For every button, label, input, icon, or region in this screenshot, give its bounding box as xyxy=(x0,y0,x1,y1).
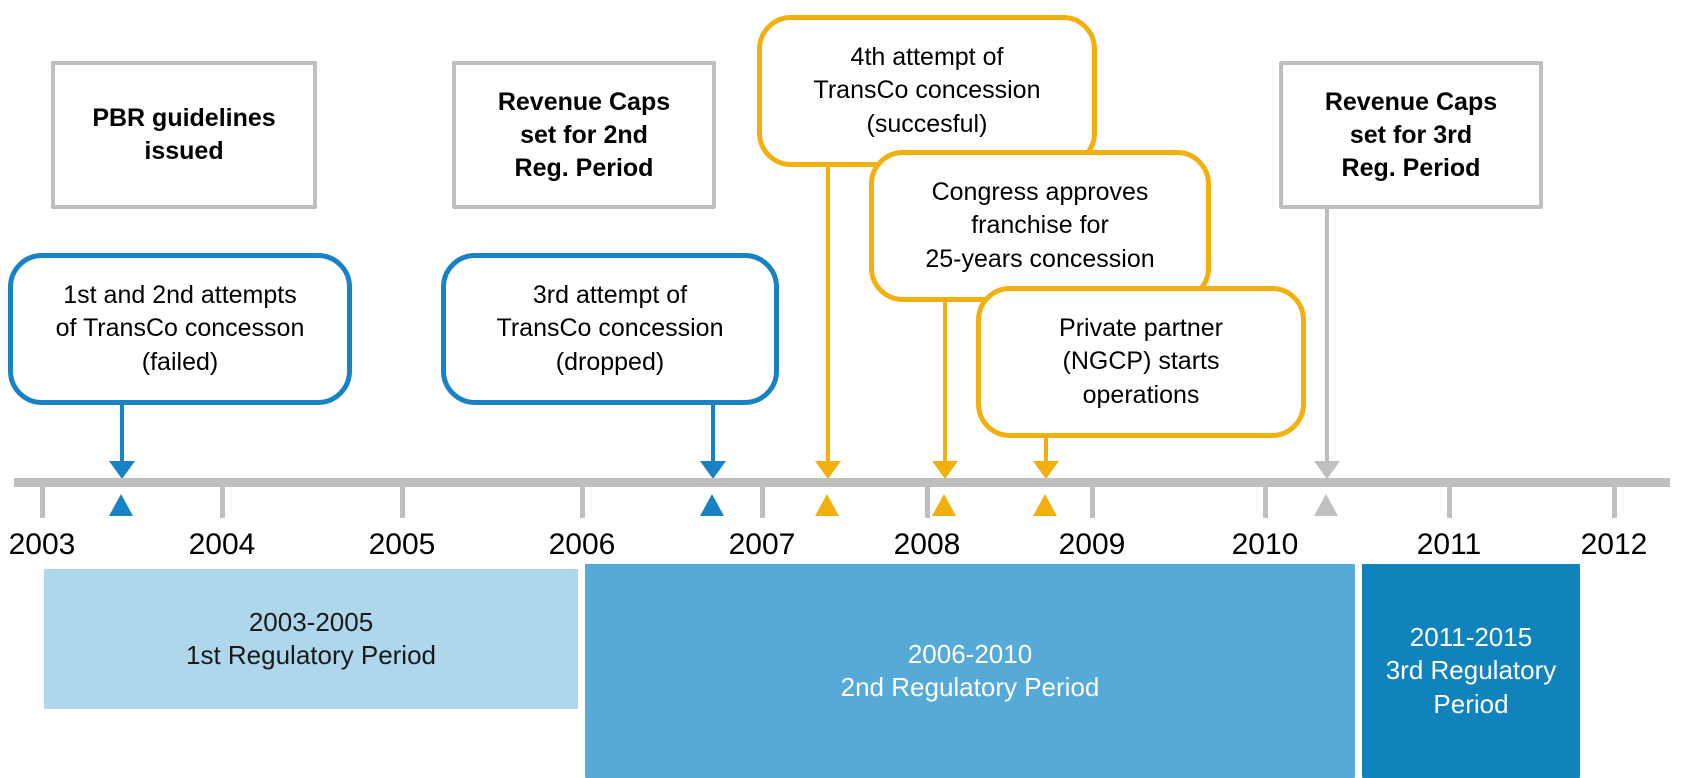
event-box-revenue-caps-2nd: Revenue Caps set for 2nd Reg. Period xyxy=(452,61,716,209)
regulatory-period-1-years: 2003-2005 xyxy=(248,606,374,637)
axis-tick-2006 xyxy=(580,487,585,518)
axis-year-label-2003: 2003 xyxy=(8,528,76,561)
axis-year-label-2008: 2008 xyxy=(893,528,961,561)
event-box-attempts-1-2: 1st and 2nd attempts of TransCo concesso… xyxy=(8,253,352,405)
event-box-revenue-caps-3rd-text: Revenue Caps set for 3rd Reg. Period xyxy=(1325,86,1497,185)
axis-line xyxy=(14,478,1670,487)
axis-marker-attempt-4 xyxy=(815,494,839,516)
event-box-attempt-3: 3rd attempt of TransCo concession (dropp… xyxy=(441,253,779,405)
connector-stem-congress-franchise xyxy=(943,300,947,465)
event-box-attempts-1-2-text: 1st and 2nd attempts of TransCo concesso… xyxy=(56,279,305,380)
event-line: set for 2nd xyxy=(520,120,648,149)
event-line: TransCo concession xyxy=(813,76,1041,105)
event-box-attempt-3-text: 3rd attempt of TransCo concession (dropp… xyxy=(497,279,724,380)
event-line: (dropped) xyxy=(555,347,665,376)
event-line: 3rd attempt of xyxy=(532,280,688,309)
event-line: issued xyxy=(144,137,224,165)
regulatory-period-2-name: 2nd Regulatory Period xyxy=(840,672,1100,702)
connector-arrow-attempts-1-2 xyxy=(109,461,135,479)
event-line: (succesful) xyxy=(866,109,988,138)
axis-year-label-2004: 2004 xyxy=(188,528,256,561)
connector-stem-ngcp-operations xyxy=(1044,436,1048,465)
axis-year-label-2010: 2010 xyxy=(1231,528,1299,561)
event-line: 25-years concession xyxy=(925,244,1155,273)
axis-marker-revenue-caps-3rd xyxy=(1314,494,1338,516)
axis-marker-ngcp-operations xyxy=(1033,494,1057,516)
event-box-congress-franchise-text: Congress approves franchise for 25-years… xyxy=(925,176,1154,277)
event-line: Revenue Caps xyxy=(497,87,671,116)
axis-year-label-2011: 2011 xyxy=(1416,528,1482,561)
axis-marker-congress-franchise xyxy=(932,494,956,516)
event-box-revenue-caps-2nd-text: Revenue Caps set for 2nd Reg. Period xyxy=(498,86,670,185)
axis-tick-2007 xyxy=(760,487,765,518)
event-box-pbr-guidelines: PBR guidelines issued xyxy=(51,61,317,209)
axis-year-label-2005: 2005 xyxy=(368,528,436,561)
axis-tick-2012 xyxy=(1612,487,1617,518)
regulatory-period-3-name-1: 3rd Regulatory xyxy=(1385,655,1557,686)
connector-stem-attempt-4 xyxy=(826,165,830,465)
axis-tick-2011 xyxy=(1447,487,1452,518)
connector-arrow-ngcp-operations xyxy=(1033,461,1059,479)
event-box-ngcp-operations: Private partner (NGCP) starts operations xyxy=(976,286,1306,438)
connector-arrow-congress-franchise xyxy=(932,461,958,479)
event-line: set for 3rd xyxy=(1349,120,1473,149)
axis-year-label-2009: 2009 xyxy=(1058,528,1126,561)
event-line: Revenue Caps xyxy=(1324,87,1498,116)
axis-year-label-2012: 2012 xyxy=(1580,528,1648,561)
event-box-congress-franchise: Congress approves franchise for 25-years… xyxy=(869,150,1211,302)
event-box-attempt-4: 4th attempt of TransCo concession (succe… xyxy=(757,15,1097,167)
connector-stem-attempt-3 xyxy=(711,403,715,465)
event-line: TransCo concession xyxy=(496,314,724,343)
axis-tick-2008 xyxy=(925,487,930,518)
connector-arrow-attempt-4 xyxy=(815,461,841,479)
regulatory-period-2: 2006-2010 2nd Regulatory Period xyxy=(585,564,1355,778)
event-line: operations xyxy=(1082,380,1200,409)
event-line: (NGCP) starts xyxy=(1062,347,1220,376)
event-line: franchise for xyxy=(971,211,1109,240)
connector-arrow-attempt-3 xyxy=(700,461,726,479)
event-line: of TransCo concesson xyxy=(55,314,305,343)
event-box-ngcp-operations-text: Private partner (NGCP) starts operations xyxy=(1059,312,1223,413)
event-box-attempt-4-text: 4th attempt of TransCo concession (succe… xyxy=(814,41,1041,142)
connector-arrow-revenue-caps-3rd xyxy=(1314,461,1340,479)
event-line: (failed) xyxy=(141,347,219,376)
regulatory-period-1-name: 1st Regulatory Period xyxy=(185,640,437,670)
regulatory-period-3-years: 2011-2015 xyxy=(1409,622,1533,653)
event-line: Private partner xyxy=(1059,313,1223,342)
axis-marker-attempts-1-2 xyxy=(109,494,133,516)
regulatory-period-1: 2003-2005 1st Regulatory Period xyxy=(44,569,578,709)
axis-tick-2010 xyxy=(1263,487,1268,518)
event-line: Congress approves xyxy=(931,177,1149,206)
event-line: PBR guidelines xyxy=(92,104,276,132)
event-box-revenue-caps-3rd: Revenue Caps set for 3rd Reg. Period xyxy=(1279,61,1543,209)
timeline-axis: 2003 2004 2005 2006 2007 2008 2009 2010 … xyxy=(0,478,1684,578)
event-line: Reg. Period xyxy=(1341,153,1481,182)
axis-tick-2004 xyxy=(220,487,225,518)
event-line: 1st and 2nd attempts xyxy=(63,280,297,309)
event-line: 4th attempt of xyxy=(850,42,1004,71)
event-line: Reg. Period xyxy=(514,153,654,182)
axis-year-label-2007: 2007 xyxy=(728,528,796,561)
axis-marker-attempt-3 xyxy=(700,494,724,516)
regulatory-period-3: 2011-2015 3rd Regulatory Period xyxy=(1362,564,1580,778)
connector-stem-attempts-1-2 xyxy=(120,403,124,465)
axis-year-label-2006: 2006 xyxy=(548,528,616,561)
event-box-pbr-guidelines-text: PBR guidelines issued xyxy=(92,102,275,168)
regulatory-period-3-name-2: Period xyxy=(1433,688,1509,719)
axis-tick-2005 xyxy=(400,487,405,518)
axis-tick-2009 xyxy=(1090,487,1095,518)
regulatory-period-2-years: 2006-2010 xyxy=(907,638,1033,669)
connector-stem-revenue-caps-3rd xyxy=(1325,207,1329,465)
axis-tick-2003 xyxy=(40,487,45,518)
